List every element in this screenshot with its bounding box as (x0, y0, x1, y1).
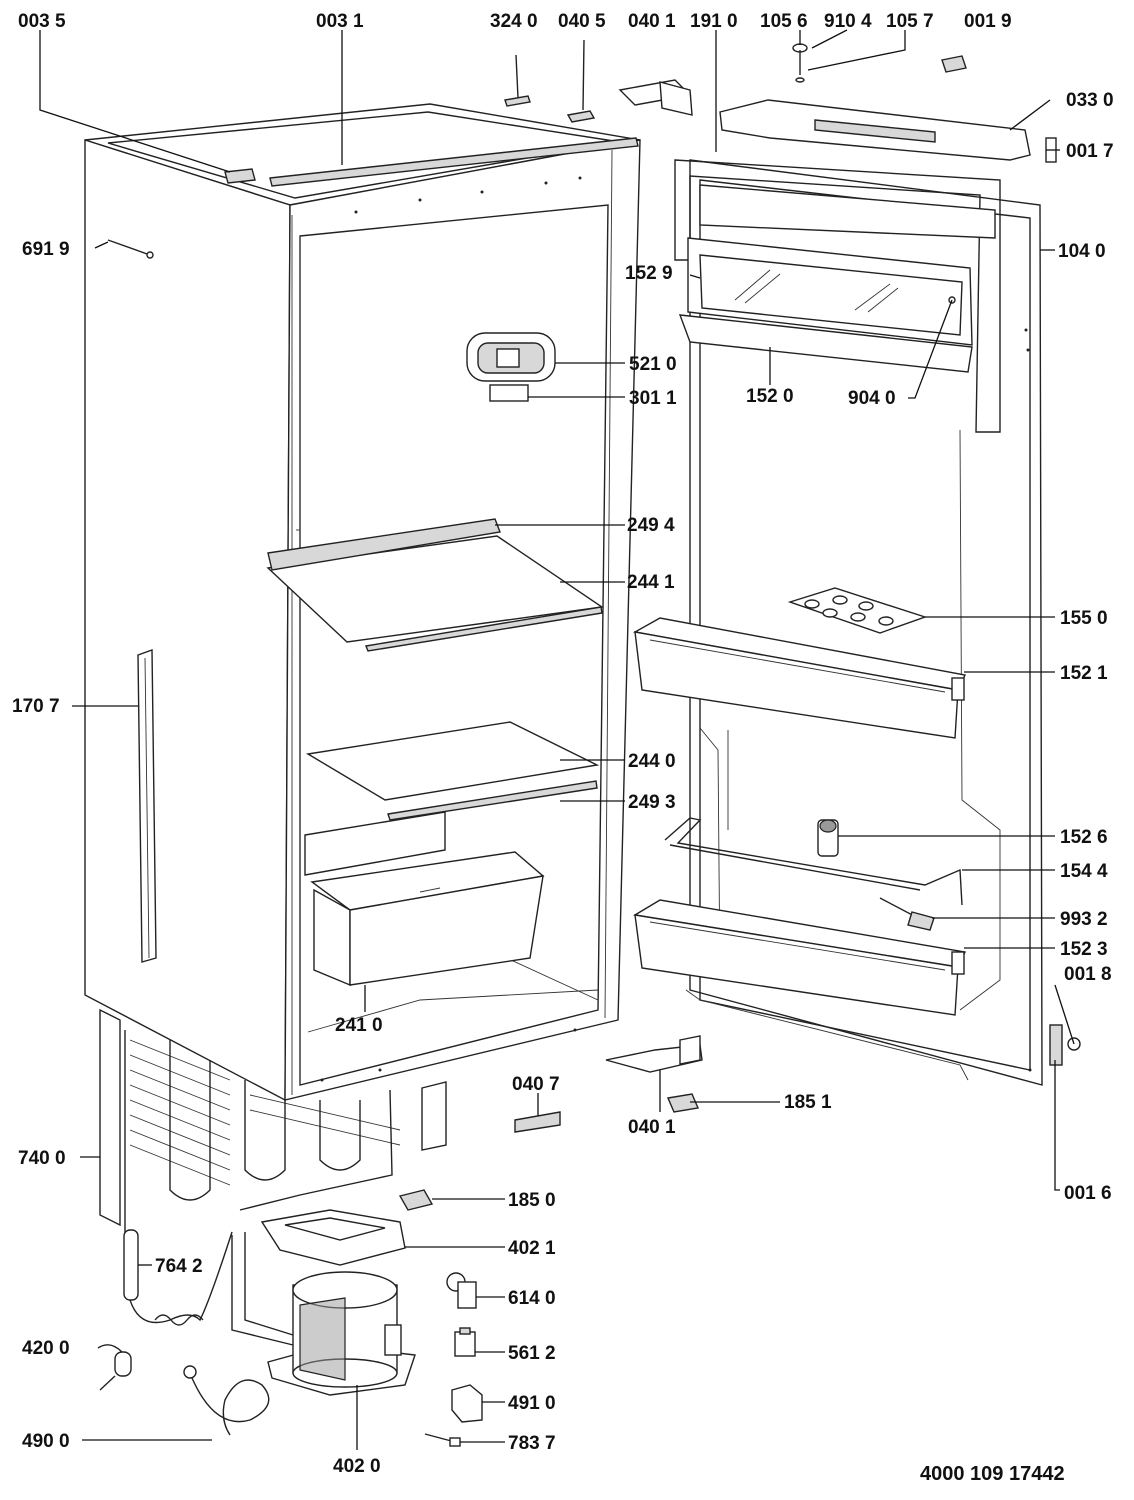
sensor-probe (107, 239, 154, 259)
label-001-7: 001 7 (1066, 141, 1114, 162)
label-105-7: 105 7 (886, 11, 934, 32)
label-490-0: 490 0 (22, 1431, 70, 1452)
power-cord (183, 1365, 270, 1436)
capacitor (97, 1344, 132, 1391)
label-491-0: 491 0 (508, 1393, 556, 1414)
label-691-9: 691 9 (22, 239, 70, 260)
cable-clip (424, 1433, 461, 1447)
thermostat-control (466, 332, 556, 402)
label-040-1-bottom: 040 1 (628, 1117, 676, 1138)
label-185-1: 185 1 (784, 1092, 832, 1113)
label-154-4: 154 4 (1060, 861, 1108, 882)
label-191-0: 191 0 (690, 11, 738, 32)
compressor (231, 1232, 416, 1396)
relay-cover (451, 1384, 483, 1423)
label-420-0: 420 0 (22, 1338, 70, 1359)
label-152-6: 152 6 (1060, 827, 1108, 848)
label-170-7: 170 7 (12, 696, 60, 717)
part-labels: 003 5 003 1 324 0 040 5 040 1 191 0 105 … (12, 11, 1114, 1485)
relay-cover-185-0 (398, 1189, 434, 1211)
label-614-0: 614 0 (508, 1288, 556, 1309)
label-241-0: 241 0 (335, 1015, 383, 1036)
start-relay (446, 1272, 477, 1309)
top-hardware (504, 39, 1057, 163)
bottom-hinge-parts (514, 1035, 703, 1133)
bottle-clip (817, 819, 839, 857)
label-040-7: 040 7 (512, 1074, 560, 1095)
label-561-2: 561 2 (508, 1343, 556, 1364)
label-402-0: 402 0 (333, 1456, 381, 1477)
label-152-9: 152 9 (625, 263, 673, 284)
label-001-6: 001 6 (1064, 1183, 1112, 1204)
label-324-0: 324 0 (490, 11, 538, 32)
dairy-compartment (678, 237, 973, 373)
label-152-1: 152 1 (1060, 663, 1108, 684)
label-301-1: 301 1 (629, 388, 677, 409)
label-152-0: 152 0 (746, 386, 794, 407)
side-trim-strip (137, 649, 157, 963)
label-105-6: 105 6 (760, 11, 808, 32)
label-003-1: 003 1 (316, 11, 364, 32)
label-185-0: 185 0 (508, 1190, 556, 1211)
label-249-4: 249 4 (627, 515, 675, 536)
door-hinge (1049, 1024, 1081, 1066)
dryer-filter (123, 1229, 233, 1326)
bottle-rail (664, 817, 963, 906)
door-bin-upper (632, 617, 967, 739)
label-904-0: 904 0 (848, 388, 896, 409)
label-104-0: 104 0 (1058, 241, 1106, 262)
label-249-3: 249 3 (628, 792, 676, 813)
crisper-drawer (304, 811, 545, 987)
label-521-0: 521 0 (629, 354, 677, 375)
lower-glass-shelf (305, 721, 600, 821)
door-bin-lower (632, 899, 967, 1016)
label-402-1: 402 1 (508, 1238, 556, 1259)
compressor-tray (260, 1209, 406, 1266)
overload-protector (454, 1327, 476, 1357)
drawing-reference-number: 4000 109 17442 (920, 1463, 1065, 1485)
door-sensor (879, 897, 935, 931)
label-003-5: 003 5 (18, 11, 66, 32)
label-152-3: 152 3 (1060, 939, 1108, 960)
label-764-2: 764 2 (155, 1256, 203, 1277)
label-001-9: 001 9 (964, 11, 1012, 32)
label-155-0: 155 0 (1060, 608, 1108, 629)
label-040-1-top: 040 1 (628, 11, 676, 32)
label-244-1: 244 1 (627, 572, 675, 593)
label-910-4: 910 4 (824, 11, 872, 32)
label-033-0: 033 0 (1066, 90, 1114, 111)
label-993-2: 993 2 (1060, 909, 1108, 930)
upper-glass-shelf (266, 518, 604, 652)
label-040-5: 040 5 (558, 11, 606, 32)
condenser (99, 1008, 447, 1240)
label-740-0: 740 0 (18, 1148, 66, 1169)
label-244-0: 244 0 (628, 751, 676, 772)
label-001-8: 001 8 (1064, 964, 1112, 985)
label-783-7: 783 7 (508, 1433, 556, 1454)
leader-lines (39, 29, 1075, 1450)
egg-tray (787, 587, 928, 634)
